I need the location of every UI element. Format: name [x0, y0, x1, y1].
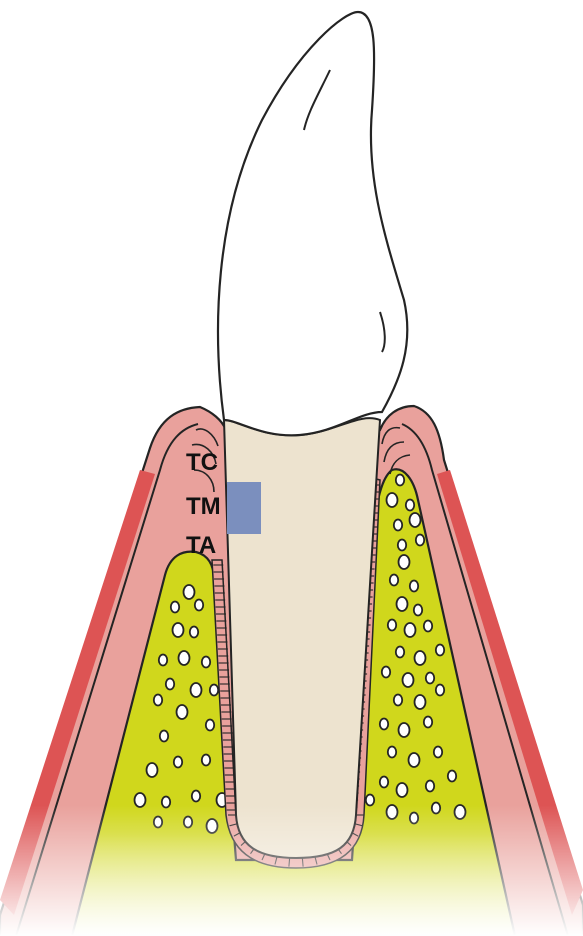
- periodontium-diagram: TC TM TA: [0, 0, 583, 936]
- bottom-fade: [0, 0, 583, 936]
